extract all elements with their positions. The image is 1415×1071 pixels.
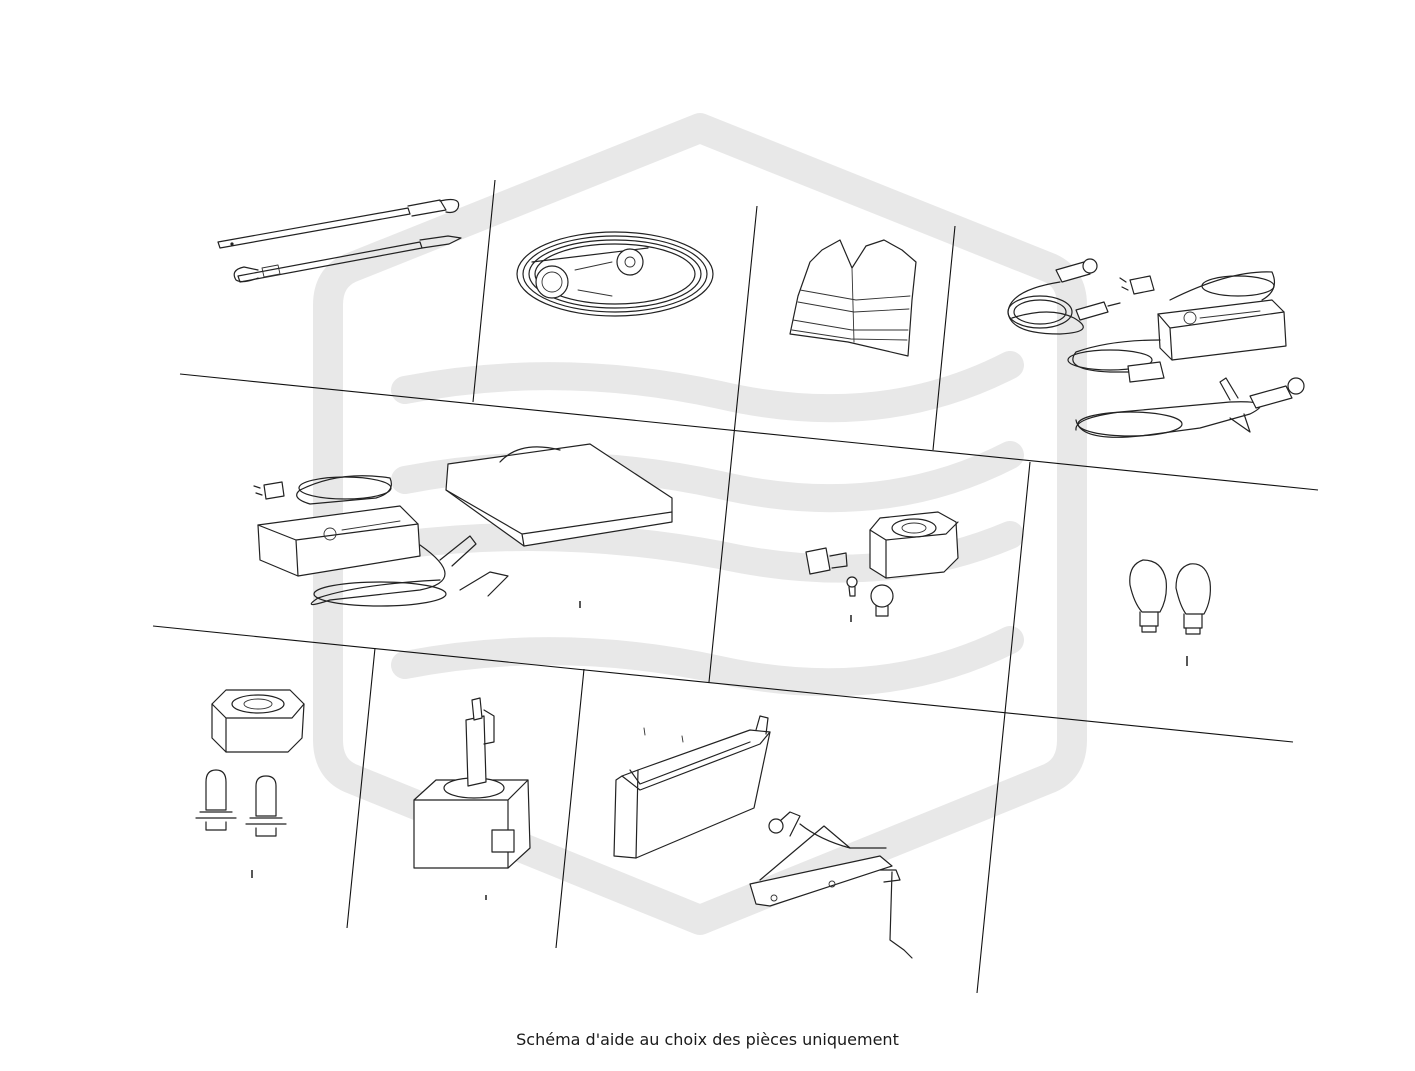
battery-charger-case-icon <box>253 443 673 608</box>
h7-bulb-icon <box>195 689 305 878</box>
indicator-bulb-icon <box>1129 559 1211 666</box>
tow-strap-icon <box>516 231 714 317</box>
safety-vest-icon <box>789 239 917 357</box>
car-jack-icon <box>613 715 913 959</box>
xenon-bulb-icon <box>413 697 531 900</box>
tow-bar-icon <box>217 198 462 283</box>
battery-charger-cables-icon <box>1007 258 1305 438</box>
diagram-caption: Schéma d'aide au choix des pièces unique… <box>516 1030 899 1049</box>
grid-lines <box>152 179 1319 994</box>
bulb-kit-icon <box>805 511 959 622</box>
